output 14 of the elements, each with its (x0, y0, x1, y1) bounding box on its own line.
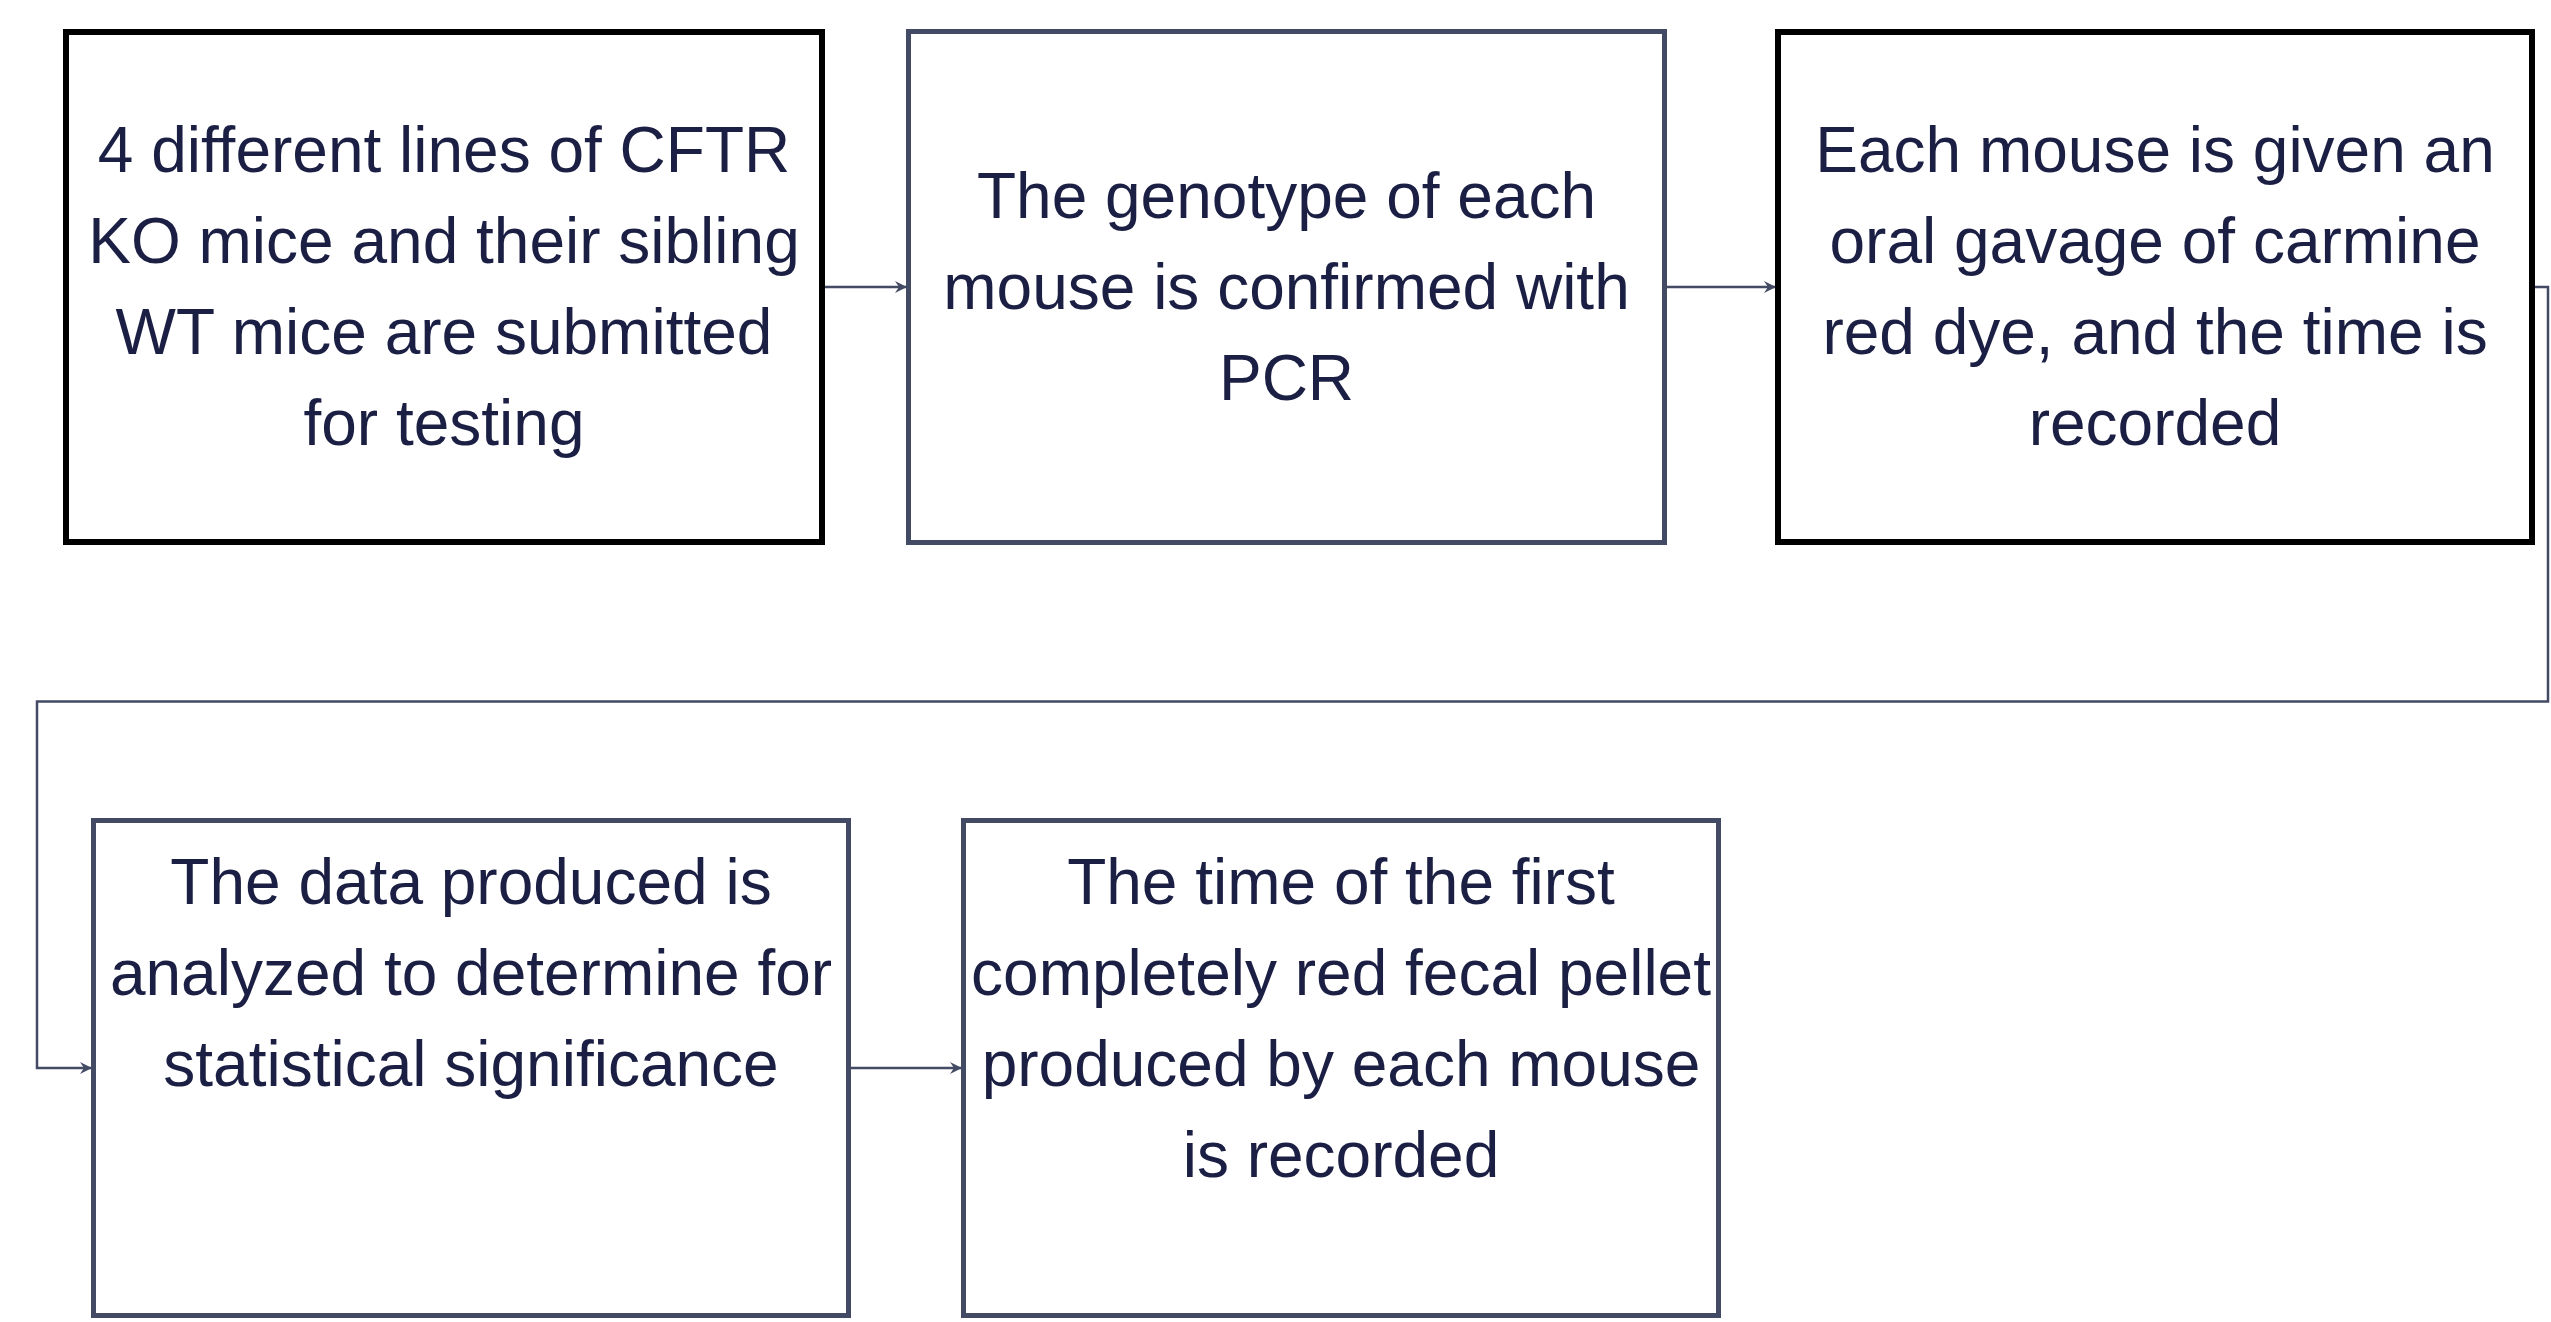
process-box (906, 29, 1667, 545)
arrow (851, 1062, 962, 1074)
step-text: 4 different lines of CFTR KO mice and their sibling WT mice are submitted for testing (87, 113, 801, 461)
process-box (63, 29, 825, 545)
step-text: The genotype of each mouse is confirmed with PCR (942, 158, 1631, 416)
arrow (35, 285, 2550, 1074)
arrow (1667, 281, 1776, 293)
process-box (91, 818, 851, 1318)
arrow (825, 281, 907, 293)
process-box (1775, 29, 2535, 545)
step-text: The time of the first completely red fecal pellet produced by each mouse is recorded (970, 845, 1712, 1193)
step-text: The data produced is analyzed to determine for statistical significance (108, 845, 834, 1102)
step-text: Each mouse is given an oral gavage of carmine red dye, and the time is recorded (1814, 113, 2496, 461)
process-box (961, 818, 1721, 1318)
